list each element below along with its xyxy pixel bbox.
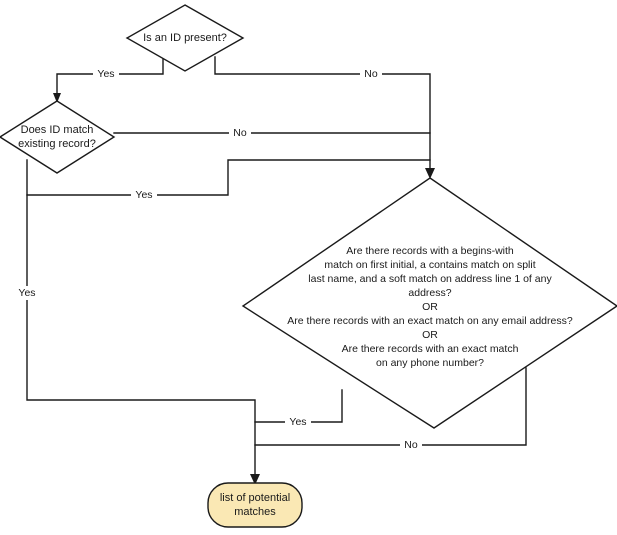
decision-fuzzy-match-label-line3: last name, and a soft match on address l…	[308, 273, 552, 285]
edge-label-bg-id-present-no	[360, 67, 382, 81]
decision-fuzzy-match-label-line8: Are there records with an exact match	[342, 343, 519, 355]
decision-fuzzy-match-label-line6: Are there records with an exact match on…	[287, 315, 573, 327]
edge-id-match-yes-down-to-terminal	[26, 194, 256, 479]
terminal-output-label-line2: matches	[234, 506, 276, 518]
terminal-output-label-line1: list of potential	[220, 492, 290, 504]
edge-label-bg-id-match-yes-down	[14, 286, 40, 300]
edge-id-present-no	[214, 56, 431, 172]
edge-label-id-match-no: No	[233, 127, 247, 139]
decision-fuzzy-match-label-line7: OR	[422, 329, 438, 341]
decision-id-present-label: Is an ID present?	[143, 32, 227, 44]
edge-label-bg-id-match-no	[229, 126, 251, 140]
decision-fuzzy-match-label-line1: Are there records with a begins-with	[346, 245, 514, 257]
edge-label-fuzzy-no: No	[404, 439, 418, 451]
decision-fuzzy-match-label-line5: OR	[422, 301, 438, 313]
edge-label-bg-fuzzy-yes	[285, 415, 311, 429]
edge-label-id-match-yes-down: Yes	[18, 287, 35, 299]
edge-label-bg-id-match-yes	[131, 188, 157, 202]
edge-id-match-yes-to-fuzzy	[26, 159, 431, 196]
decision-id-match-label-line2: existing record?	[18, 138, 96, 150]
edge-label-id-match-yes: Yes	[135, 189, 152, 201]
decision-id-present[interactable]	[125, 4, 245, 72]
edge-fuzzy-yes	[254, 389, 343, 423]
decision-id-match[interactable]	[0, 100, 116, 174]
decision-fuzzy-match-label-line4: address?	[408, 287, 451, 299]
decision-fuzzy-match-label-line2: match on first initial, a contains match…	[324, 259, 535, 271]
terminal-output-node[interactable]	[207, 482, 303, 528]
arrow-head-into-id-match	[53, 93, 61, 103]
edge-label-bg-fuzzy-no	[400, 438, 422, 452]
decision-fuzzy-match[interactable]	[241, 177, 617, 429]
decision-id-match-label-line1: Does ID match	[21, 124, 94, 136]
edge-label-bg-id-present-yes	[93, 67, 119, 81]
edge-label-id-present-no: No	[364, 68, 378, 80]
arrow-head-into-terminal	[250, 474, 260, 485]
edge-label-id-present-yes: Yes	[97, 68, 114, 80]
edge-label-fuzzy-yes: Yes	[289, 416, 306, 428]
arrow-head-into-fuzzy-match	[425, 168, 435, 179]
edge-fuzzy-no	[254, 367, 527, 446]
decision-fuzzy-match-label-line9: on any phone number?	[376, 357, 484, 369]
